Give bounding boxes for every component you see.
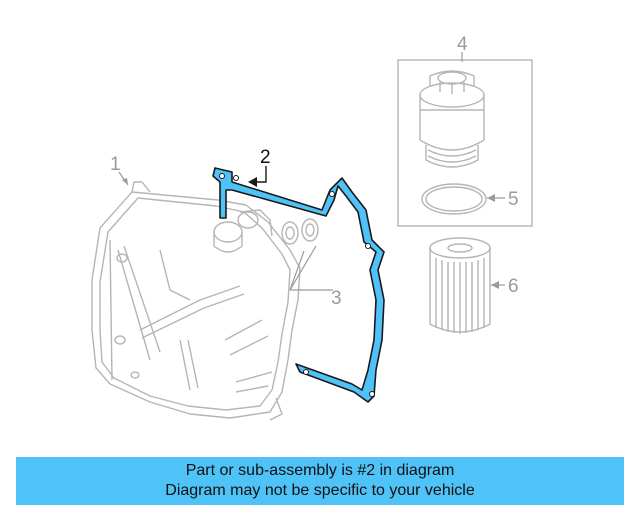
filter-housing-cap bbox=[397, 59, 533, 227]
callout-5: 5 bbox=[508, 189, 519, 210]
callout-3: 3 bbox=[331, 288, 342, 309]
parts-diagram: 1 2 3 4 5 6 bbox=[91, 34, 533, 421]
leader-lines bbox=[118, 52, 505, 291]
caption-line-part: Part or sub-assembly is #2 in diagram bbox=[185, 462, 455, 479]
leader-line-2 bbox=[248, 166, 267, 187]
leader-arrowheads bbox=[122, 178, 499, 289]
filter-element bbox=[429, 237, 491, 334]
callout-4: 4 bbox=[457, 34, 468, 55]
callout-1: 1 bbox=[110, 154, 121, 175]
o-rings bbox=[281, 218, 319, 245]
oil-pan-housing bbox=[91, 181, 301, 421]
callout-6: 6 bbox=[508, 276, 519, 297]
callout-2: 2 bbox=[260, 147, 271, 168]
diagram-caption-banner: Part or sub-assembly is #2 in diagram Di… bbox=[16, 457, 624, 505]
caption-line-disclaimer: Diagram may not be specific to your vehi… bbox=[165, 482, 475, 499]
pan-gasket bbox=[212, 167, 385, 403]
filter-o-ring bbox=[421, 183, 487, 215]
